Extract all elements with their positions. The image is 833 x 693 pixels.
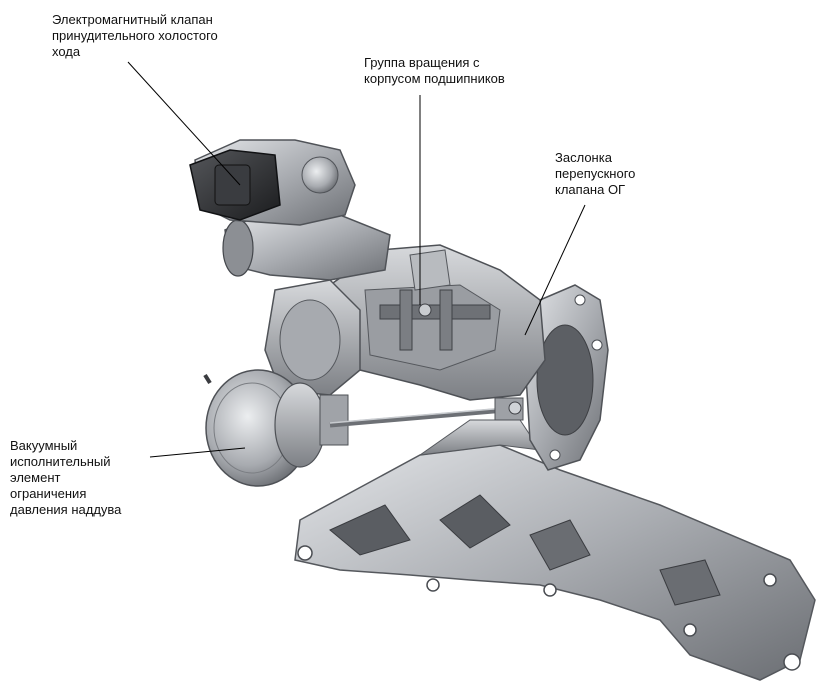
leader-line-vacuum: [149, 447, 246, 458]
actuator-rod: [329, 397, 524, 428]
compressor-duct: [222, 214, 391, 281]
label-rotation-group: Группа вращения с корпусом подшипников: [364, 55, 505, 86]
leader-line-solenoid: [127, 61, 241, 186]
center-housing: [319, 244, 546, 401]
label-vacuum-actuator: Вакуумный исполнительный элемент огранич…: [10, 438, 122, 517]
vacuum-actuator: [203, 369, 349, 487]
label-solenoid-valve: Электромагнитный клапан принудительного …: [52, 12, 218, 59]
turbine-outlet-flange: [524, 284, 609, 471]
solenoid-valve: [189, 139, 356, 226]
leader-lines: [127, 61, 586, 458]
compressor-housing: [264, 279, 361, 396]
label-wastegate-flap: Заслонка перепускного клапана ОГ: [555, 150, 636, 197]
leader-line-flap: [524, 204, 586, 336]
exhaust-manifold: [294, 419, 816, 681]
